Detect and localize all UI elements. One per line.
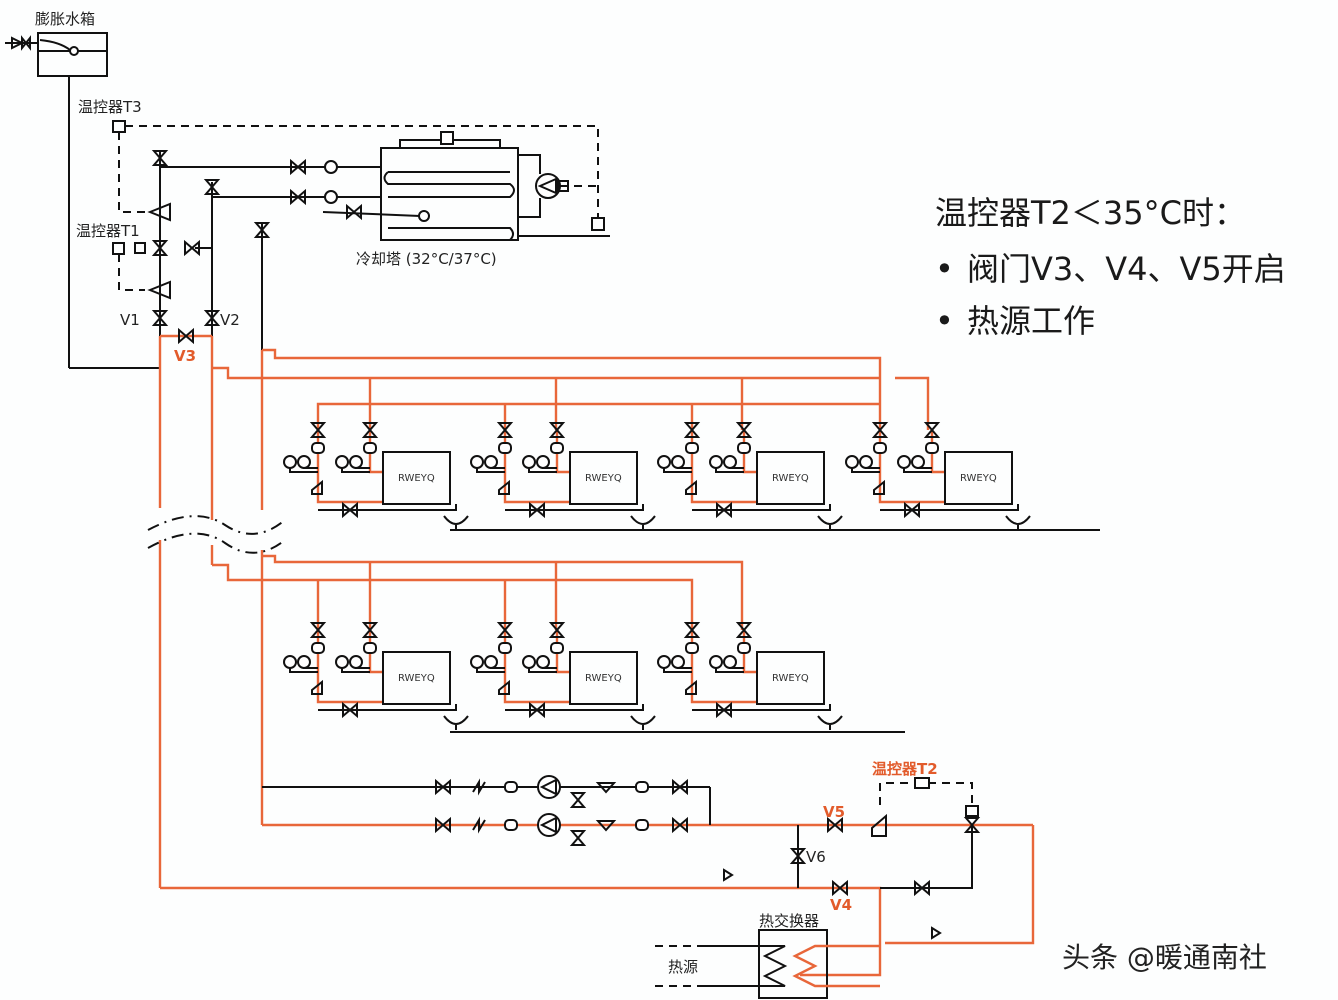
bullet: •: [935, 250, 954, 288]
valve-v3-label: V3: [174, 347, 196, 365]
pump-station: [262, 775, 1033, 846]
condition-item: • 热源工作: [935, 296, 1095, 342]
indoor-unit-group: RWEYQ: [470, 622, 656, 730]
condition-item-text: 阀门V3、V4、V5开启: [967, 250, 1286, 288]
bullet: •: [935, 302, 954, 340]
heat-exchanger: [655, 929, 880, 999]
thermostat-t1-label: 温控器T1: [76, 222, 140, 240]
indoor-unit: [382, 451, 451, 505]
indoor-unit-group: RWEYQ: [283, 422, 469, 530]
thermostat-t2-label: 温控器T2: [872, 760, 938, 778]
valve-v1-label: V1: [120, 311, 140, 329]
indoor-unit: [569, 451, 638, 505]
indoor-unit-group: RWEYQ: [657, 422, 843, 530]
indoor-unit-group: RWEYQ: [845, 422, 1031, 530]
expansion-tank: [5, 32, 160, 369]
heat-source-label: 热源: [668, 958, 698, 976]
cooling-tower: [280, 131, 610, 241]
valve-v6-label: V6: [806, 848, 826, 866]
valve-v4-label: V4: [830, 896, 852, 914]
indoor-unit-label: RWEYQ: [585, 673, 622, 684]
indoor-unit-group: RWEYQ: [283, 622, 469, 730]
cooling-tower-label: 冷却塔 (32°C/37°C): [356, 250, 497, 268]
indoor-unit-label: RWEYQ: [585, 473, 622, 484]
indoor-unit-label: RWEYQ: [398, 473, 435, 484]
valve-v2-label: V2: [220, 311, 240, 329]
indoor-unit: [569, 651, 638, 705]
expansion-tank-label: 膨胀水箱: [35, 10, 95, 28]
indoor-unit: [382, 651, 451, 705]
thermostat-t3-sensor: [112, 120, 126, 133]
thermostat-t3-label: 温控器T3: [78, 98, 142, 116]
indoor-unit-group: RWEYQ: [657, 622, 843, 730]
watermark: 头条 @暖通南社: [1062, 941, 1267, 974]
indoor-unit-label: RWEYQ: [772, 473, 809, 484]
indoor-unit: [756, 651, 825, 705]
condition-heading: 温控器T2＜35°C时：: [935, 194, 1246, 232]
heat-exchanger-label: 热交换器: [759, 912, 819, 930]
condition-item-text: 热源工作: [967, 302, 1096, 340]
indoor-unit: [944, 451, 1013, 505]
indoor-unit-label: RWEYQ: [772, 673, 809, 684]
condition-item: • 阀门V3、V4、V5开启: [935, 244, 1286, 290]
indoor-unit: [756, 451, 825, 505]
indoor-unit-group: RWEYQ: [470, 422, 656, 530]
indoor-unit-label: RWEYQ: [960, 473, 997, 484]
thermostat-t1-sensor: [112, 242, 125, 255]
indoor-unit-label: RWEYQ: [398, 673, 435, 684]
valve-v5-label: V5: [823, 803, 845, 821]
